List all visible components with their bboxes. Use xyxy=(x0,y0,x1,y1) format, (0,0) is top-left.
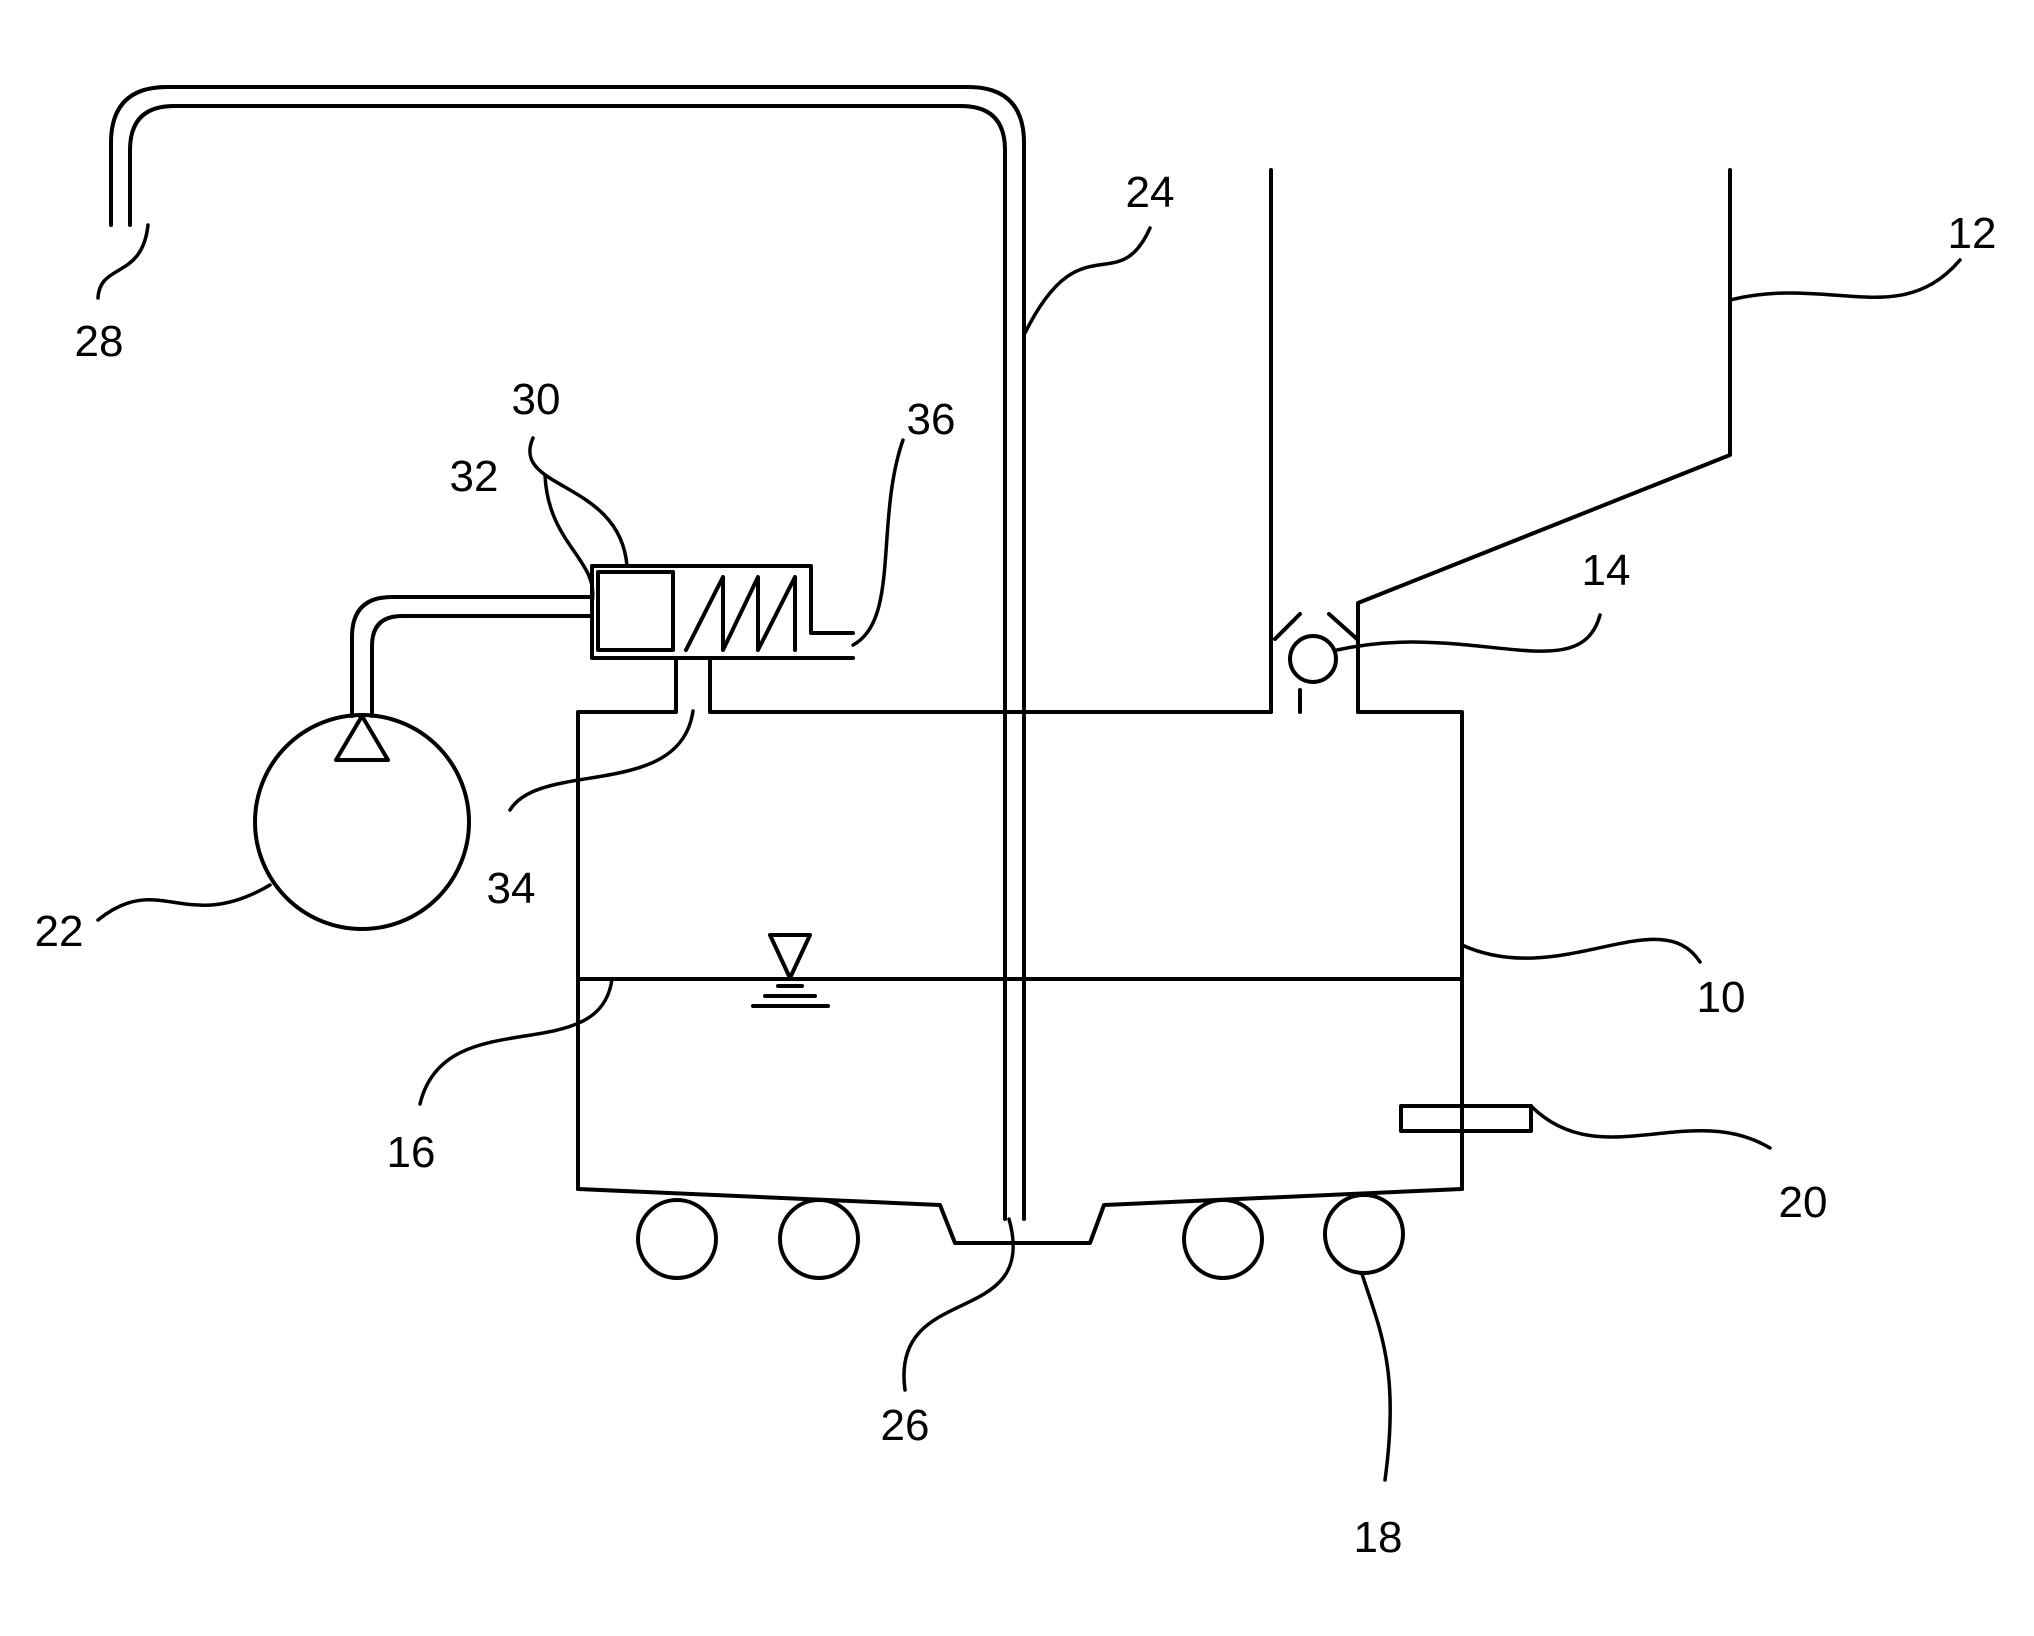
leader-lines xyxy=(98,225,1960,1480)
check-valve xyxy=(1275,614,1357,712)
pressure-vessel xyxy=(255,715,469,929)
hopper xyxy=(1271,170,1730,712)
label-16: 16 xyxy=(387,1128,436,1177)
roller xyxy=(780,1200,858,1278)
label-14: 14 xyxy=(1582,546,1631,595)
roller xyxy=(1184,1200,1262,1278)
label-22: 22 xyxy=(35,907,84,956)
tank xyxy=(578,668,1462,1243)
label-24: 24 xyxy=(1126,168,1175,217)
side-port xyxy=(1401,1106,1531,1131)
label-18: 18 xyxy=(1354,1513,1403,1562)
roller xyxy=(1325,1195,1403,1273)
liquid-surface xyxy=(578,935,1462,1006)
label-26: 26 xyxy=(881,1401,930,1450)
roller xyxy=(638,1200,716,1278)
dip-tube xyxy=(111,87,1024,1219)
label-10: 10 xyxy=(1697,973,1746,1022)
label-34: 34 xyxy=(487,864,536,913)
label-12: 12 xyxy=(1948,209,1997,258)
relief-valve xyxy=(352,566,853,716)
label-30: 30 xyxy=(512,375,561,424)
label-20: 20 xyxy=(1779,1178,1828,1227)
label-32: 32 xyxy=(450,452,499,501)
reference-numerals: 28 24 12 30 32 36 14 34 22 10 16 20 26 1… xyxy=(35,168,1997,1562)
rollers xyxy=(638,1195,1403,1278)
label-36: 36 xyxy=(907,395,956,444)
label-28: 28 xyxy=(75,317,124,366)
